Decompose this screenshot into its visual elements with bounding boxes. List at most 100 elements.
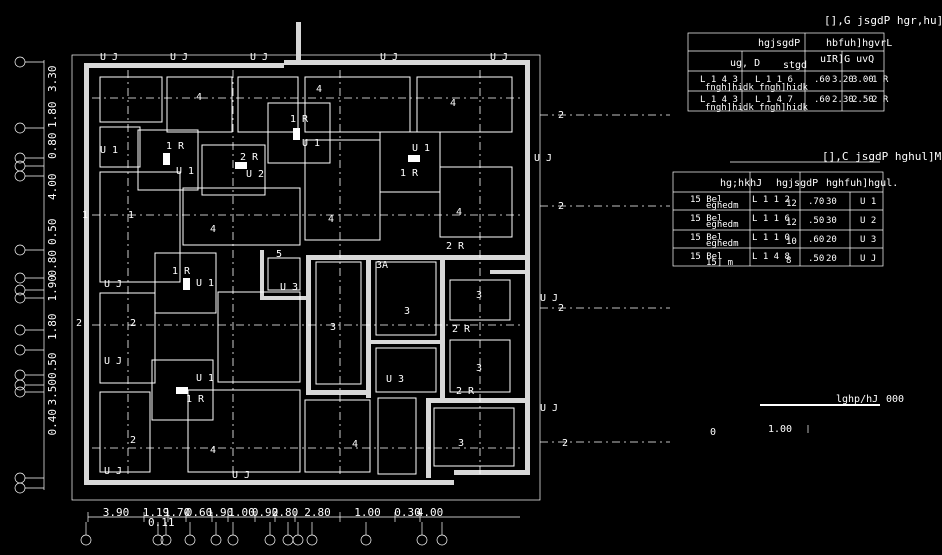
dimension-text: 0.40	[46, 409, 59, 436]
table-cell: .50	[808, 216, 824, 226]
room	[433, 407, 515, 467]
table-cell: eghedm	[706, 220, 739, 230]
table-cell: 2.50	[852, 95, 874, 105]
grid-bubble	[14, 170, 26, 182]
wall	[525, 60, 530, 260]
column-label: U J	[250, 52, 268, 63]
table-cell: L 1 4 3	[700, 95, 738, 105]
grid-bubble	[14, 369, 26, 381]
grid-bubble	[306, 534, 318, 546]
dimension-text: 0.90	[252, 506, 279, 519]
dimension-text: 1.70	[164, 506, 191, 519]
footing-label: 1 R	[400, 168, 419, 179]
column-schedule-table: [],C jsgdP hghul]M hg;hkhJ hgjsgdP hghfu…	[672, 150, 942, 268]
grid-bubble	[184, 534, 196, 546]
table-header: ug, D	[730, 58, 760, 69]
room	[267, 257, 301, 291]
table-cell: 8	[786, 256, 791, 266]
dimension-text: 0.80	[46, 250, 59, 277]
grid-bubble	[416, 534, 428, 546]
column-mark	[293, 128, 300, 140]
top-schedule-table: [],G jsgdP hgr,hu] hgjsgdP hbfuh]hgvrL u…	[687, 14, 942, 113]
room	[375, 347, 437, 393]
column-label: U J	[170, 52, 188, 63]
table-cell: .50	[808, 254, 824, 264]
beam-label: 4	[210, 224, 216, 235]
table-cell: 15 Bel	[690, 252, 723, 262]
wall	[370, 340, 440, 344]
beam-label: 2	[130, 318, 136, 329]
table-cell: .70	[808, 197, 824, 207]
column-mark	[176, 387, 188, 394]
room	[99, 292, 156, 384]
beam-label: 2	[558, 110, 564, 121]
beam-label: 3	[404, 306, 410, 317]
wall	[284, 60, 530, 65]
table-cell: fngh]hidk fngh]hidk	[705, 103, 809, 113]
beam-label: 3	[458, 438, 464, 449]
grid-bubble	[282, 534, 294, 546]
grid-bubble	[14, 482, 26, 494]
grid-bubble	[14, 160, 26, 172]
scale-value: 000	[886, 394, 904, 405]
dimension-text: 3.30	[46, 66, 59, 93]
grid-bubble	[14, 344, 26, 356]
table-cell: .60	[814, 95, 830, 105]
wall	[260, 296, 310, 300]
beam-label: 4	[352, 439, 358, 450]
beam-label: 4	[210, 445, 216, 456]
dimension-text: 3.90	[103, 506, 130, 519]
outer-boundary	[71, 54, 541, 501]
column-label: U J	[540, 403, 558, 414]
grid-bubble	[14, 152, 26, 164]
dimension-text: 1.19	[143, 506, 170, 519]
dimension-text: 1.00	[228, 506, 255, 519]
dimension-text: 0.11	[148, 516, 175, 529]
table-header: hg;hkhJ	[720, 178, 762, 189]
footing-label: 2 R	[446, 241, 465, 252]
beam-label: 2	[558, 303, 564, 314]
grid-bubble	[227, 534, 239, 546]
beam-label: 2	[130, 435, 136, 446]
dimension-text: 1.00	[354, 506, 381, 519]
column-label: U J	[104, 466, 122, 477]
grid-bubble	[14, 386, 26, 398]
table-cell: U J	[860, 254, 876, 264]
column-mark	[163, 153, 170, 165]
table-cell: 15 Bel	[690, 195, 723, 205]
dimension-text: 4.00	[46, 174, 59, 201]
section-markers	[540, 114, 670, 443]
footing-label: 2 R	[452, 324, 471, 335]
table-cell: L 1 1 6	[755, 75, 793, 85]
table-cell: L 1 4 8	[752, 252, 790, 262]
room	[416, 76, 513, 133]
footing-label: 1 R	[290, 114, 309, 125]
table-header: uIR]G uvQ	[820, 54, 874, 65]
footing-pad	[154, 252, 217, 314]
column-label: U 1	[100, 145, 118, 156]
dimension-text: 0.30	[394, 506, 421, 519]
dimension-text: 0.60	[186, 506, 213, 519]
table-cell: L 1 4 3	[700, 75, 738, 85]
room	[304, 399, 371, 473]
column-label: U 2	[246, 169, 264, 180]
table-cell: 30	[826, 216, 837, 226]
footing-label: 2 R	[456, 386, 475, 397]
column-mark	[183, 278, 190, 290]
table-cell: L 1 1 0	[752, 233, 790, 243]
left-dimension-chain: 3.301.800.804.000.500.801.901.800.503.50…	[14, 56, 59, 494]
room	[315, 261, 362, 385]
scale-one: 1.00	[768, 424, 792, 435]
grid-bubble	[14, 122, 26, 134]
table-cell: L 1 4 7	[755, 95, 793, 105]
dimension-text: 1.80	[46, 314, 59, 341]
column-label: U 1	[302, 138, 320, 149]
wall	[525, 255, 530, 475]
footing-pad	[267, 102, 331, 164]
table-cell: 30	[826, 197, 837, 207]
dimension-text: 2.80	[304, 506, 331, 519]
table-cell: fngh]hidk fngh]hidk	[705, 83, 809, 93]
table-cell: .60	[814, 75, 830, 85]
